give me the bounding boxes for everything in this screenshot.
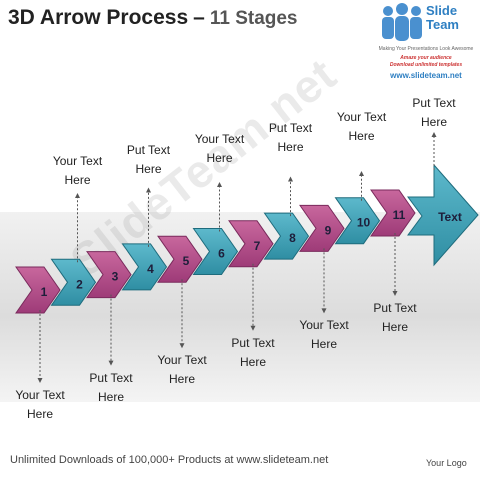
connector-arrowhead bbox=[217, 182, 222, 187]
logo-amaze: Amaze your audience bbox=[400, 55, 452, 61]
chevron-stage-1 bbox=[15, 266, 61, 314]
callout-label-line2: Here bbox=[381, 320, 408, 334]
callout-label-line1: Your Text bbox=[336, 110, 387, 124]
stage-number: 5 bbox=[183, 254, 190, 268]
callout-label-line1: Your Text bbox=[15, 388, 65, 402]
callout-label-line2: Here bbox=[239, 354, 266, 369]
stage-number: 7 bbox=[254, 239, 261, 253]
logo-tagline: Making Your Presentations Look Awesome bbox=[378, 46, 474, 52]
footer-downloads: Unlimited Downloads of 100,000+ Products… bbox=[10, 454, 329, 466]
connector-arrowhead bbox=[321, 308, 327, 314]
chevron-stage-9 bbox=[299, 204, 345, 252]
stage-number: 10 bbox=[357, 216, 371, 230]
title-stages: 11 Stages bbox=[209, 8, 298, 29]
callout-label-line2: Here bbox=[64, 173, 91, 187]
callout-label-line1: Your Text bbox=[52, 154, 103, 168]
connector-arrowhead bbox=[431, 132, 437, 137]
callout-label-line2: Here bbox=[97, 389, 124, 404]
logo-brand: Slide Team bbox=[426, 4, 459, 32]
logo-brand-line2: Team bbox=[426, 17, 459, 32]
callout-label-line2: Here bbox=[348, 129, 375, 143]
chevron-stage-6 bbox=[192, 228, 239, 275]
your-logo-text: Your Logo bbox=[426, 458, 467, 468]
connector-arrowhead bbox=[108, 360, 114, 366]
callout-label-line2: Here bbox=[420, 115, 447, 129]
callout-label-line1: Your Text bbox=[194, 132, 245, 146]
callout-label-line2: Here bbox=[277, 140, 304, 154]
background-band bbox=[0, 212, 480, 402]
stage-number: 2 bbox=[76, 277, 83, 291]
connector-arrowhead bbox=[288, 176, 293, 182]
callout-label-line2: Here bbox=[310, 337, 337, 352]
stage-number: 4 bbox=[147, 262, 154, 276]
callout-label-line2: Here bbox=[26, 407, 53, 421]
title-dash: – bbox=[193, 6, 205, 29]
callout-label-line1: Put Text bbox=[231, 335, 275, 350]
people-logo-icon bbox=[382, 3, 422, 41]
callout-label-line1: Put Text bbox=[412, 96, 456, 110]
callout-label-line1: Your Text bbox=[157, 353, 207, 368]
stage-number: 3 bbox=[112, 270, 119, 284]
connector-arrowhead bbox=[179, 343, 185, 349]
callout-label-line1: Put Text bbox=[268, 121, 313, 135]
logo-download: Download unlimited templates bbox=[389, 62, 463, 68]
connector-arrowhead bbox=[250, 325, 256, 331]
arrow-head-label: Text bbox=[438, 210, 462, 224]
chevron-stage-10 bbox=[334, 197, 381, 245]
chevron-stage-7 bbox=[228, 220, 274, 268]
callout-label-line2: Here bbox=[206, 151, 233, 165]
connector-arrowhead bbox=[37, 378, 43, 383]
arrow-head bbox=[407, 163, 479, 267]
chevron-stage-11 bbox=[370, 189, 416, 237]
logo-brand-line1: Slide bbox=[426, 3, 458, 18]
stage-number: 11 bbox=[393, 208, 406, 222]
connector-arrowhead bbox=[75, 193, 80, 198]
chevron-stage-3 bbox=[86, 251, 132, 299]
slideteam-logo: Slide Team Making Your Presentations Loo… bbox=[376, 2, 476, 82]
connector-arrowhead bbox=[392, 291, 398, 296]
callout-label-line1: Put Text bbox=[373, 301, 417, 315]
connector-arrowhead bbox=[359, 171, 364, 176]
connector-arrowhead bbox=[146, 187, 151, 193]
chevron-stage-5 bbox=[157, 235, 203, 283]
callout-label-line2: Here bbox=[168, 372, 195, 387]
slide-title: 3D Arrow Process–11 Stages bbox=[8, 6, 298, 30]
chevron-stage-4 bbox=[121, 243, 168, 291]
stage-number: 8 bbox=[289, 231, 296, 245]
callout-label-line1: Put Text bbox=[89, 370, 133, 385]
stage-number: 1 bbox=[41, 285, 48, 299]
chevron-stage-2 bbox=[50, 258, 97, 306]
stage-number: 9 bbox=[325, 223, 332, 237]
title-main: 3D Arrow Process bbox=[8, 6, 189, 29]
logo-url[interactable]: www.slideteam.net bbox=[390, 71, 462, 80]
callout-label-line2: Here bbox=[135, 162, 162, 176]
chevron-stage-8 bbox=[263, 212, 310, 260]
stage-number: 6 bbox=[218, 247, 225, 261]
callout-label-line1: Put Text bbox=[126, 143, 171, 157]
callout-label-line1: Your Text bbox=[299, 318, 349, 333]
